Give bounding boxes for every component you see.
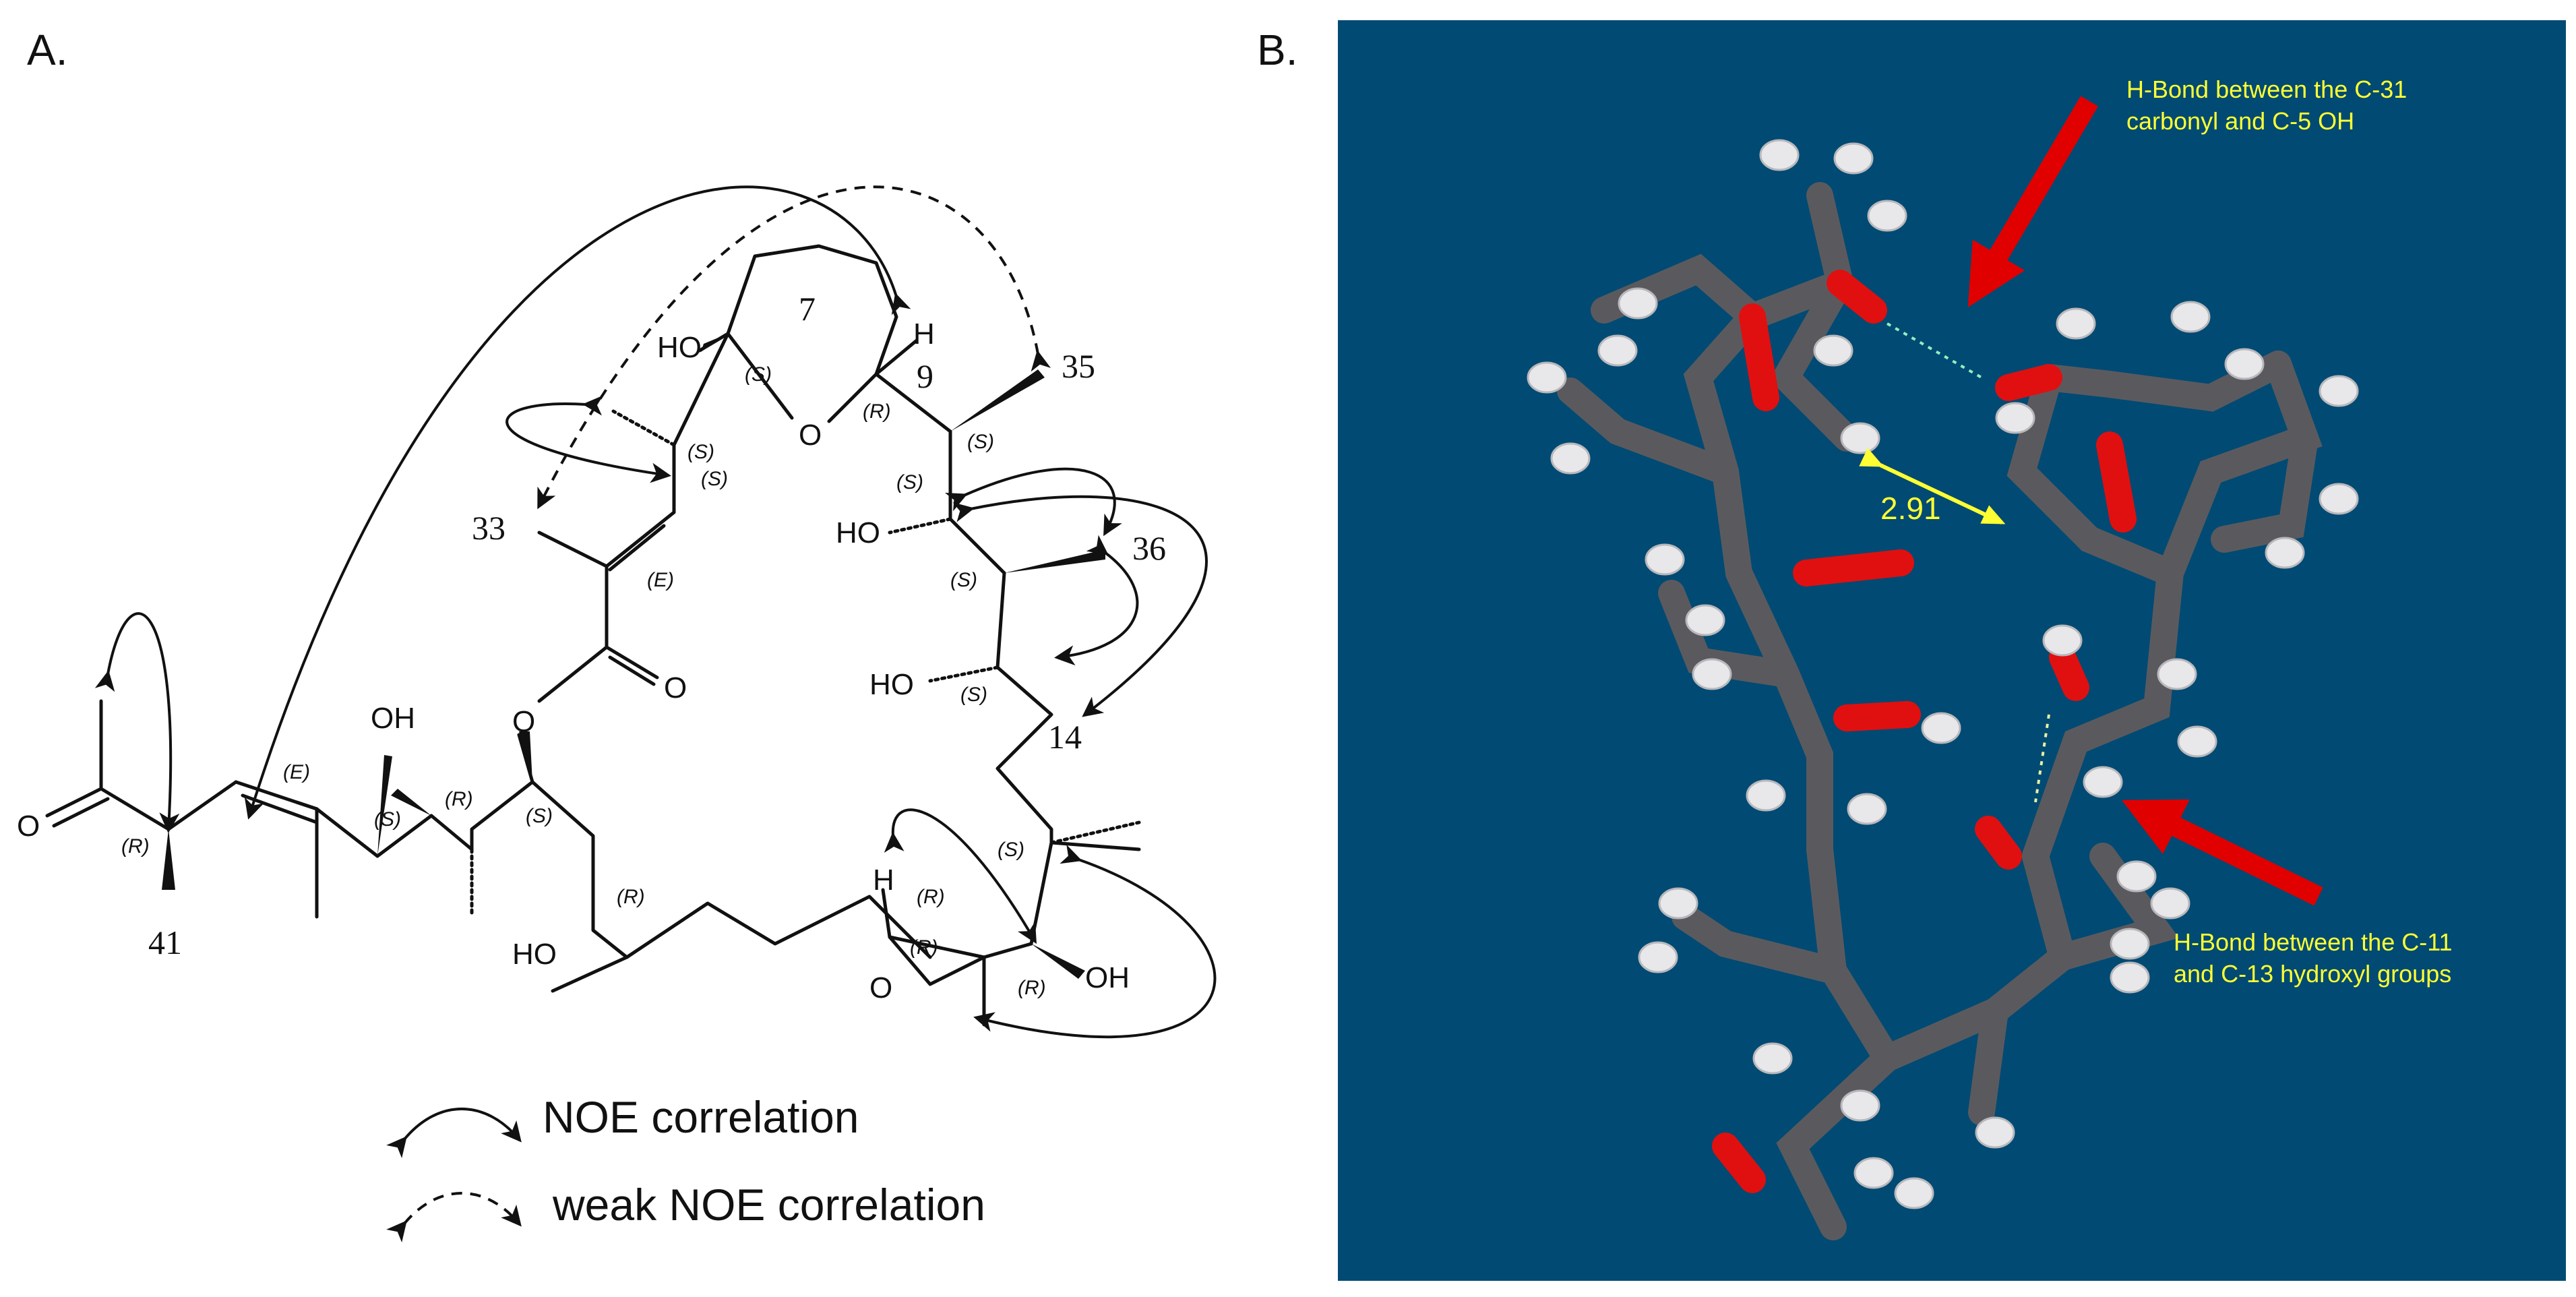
top-oh-label: OH [371, 702, 415, 735]
panel-b-label: B. [1257, 26, 1297, 74]
atom-number-36: 36 [1132, 529, 1166, 567]
epoxide-oh-label: OH [1085, 961, 1130, 994]
c11-ho-label: HO [836, 516, 880, 549]
noe-arrow-h-epoxide [884, 808, 1037, 944]
molecule-skeleton [45, 244, 1141, 1027]
wedge-bond [1031, 944, 1085, 979]
stereo-label: (S) [701, 468, 728, 490]
wedge-bond [1004, 549, 1105, 573]
wedge-bond [519, 731, 532, 782]
stereo-label: (E) [283, 761, 310, 783]
stereo-label: (E) [647, 569, 674, 591]
weak-noe-arrow-35-to-33 [537, 185, 1051, 510]
wedge-bond [162, 829, 175, 890]
stereo-label: (S) [998, 839, 1024, 861]
stereo-label: (R) [445, 788, 473, 810]
molecular-model-panel: 2.91 H-Bond between the C-31 carbonyl an… [1338, 20, 2566, 1281]
stereo-label: (R) [910, 936, 938, 959]
wedge-bond [377, 755, 392, 856]
stereo-label: (R) [917, 886, 945, 908]
carbon-skeleton [1557, 182, 2323, 1240]
noe-arrow-c4 [505, 395, 671, 483]
stereo-label: (S) [896, 471, 923, 493]
red-arrow-top [1967, 96, 2098, 307]
stereo-label: (R) [121, 835, 150, 857]
carbonyl-oxygen-label: O [664, 671, 687, 704]
atom-number-33: 33 [472, 509, 505, 547]
stereo-label: (R) [617, 886, 645, 908]
h9-label: H [913, 318, 935, 351]
annotation-top-line1: H-Bond between the C-31 [2126, 76, 2407, 103]
stereo-label: (S) [745, 363, 772, 386]
stereo-label: (S) [526, 805, 553, 827]
oxygen-atoms [1712, 270, 2137, 1193]
stereo-label: (S) [687, 441, 714, 463]
noe-arrow-c16-methyl [973, 844, 1217, 1039]
stereo-label: (S) [950, 569, 977, 591]
legend-noe-arrow-icon [386, 1108, 522, 1159]
noe-arrow-h9-to-c41 [244, 185, 911, 820]
epoxide-oxygen-label: O [869, 971, 892, 1004]
red-arrow-bottom [2122, 800, 2323, 906]
annotation-bottom-line2: and C-13 hydroxyl groups [2174, 960, 2451, 988]
stereo-label: (R) [1018, 977, 1046, 999]
epoxide-h-label: H [873, 864, 894, 897]
distance-label: 2.91 [1880, 491, 1941, 526]
atom-number-7: 7 [799, 290, 816, 328]
c13-ho-label: HO [869, 668, 914, 701]
annotation-top-line2: carbonyl and C-5 OH [2126, 107, 2354, 135]
ester-oxygen-label: O [512, 705, 535, 738]
noe-arrow-36-14 [1054, 535, 1139, 666]
stereo-label: (S) [967, 431, 994, 453]
atom-number-9: 9 [917, 357, 933, 395]
bottom-ho-label: HO [512, 938, 557, 971]
legend-weak-noe-arrow-icon [386, 1192, 522, 1243]
distance-arrow [1859, 448, 2006, 524]
legend-weak-noe-label: weak NOE correlation [552, 1180, 985, 1230]
wedge-bond [950, 369, 1045, 431]
atom-number-41: 41 [148, 924, 182, 961]
model-background [1338, 20, 2566, 1281]
noe-arrow-c41 [94, 612, 180, 833]
hemiketal-ho-label: HO [657, 331, 702, 364]
noe-arrows [94, 185, 1217, 1039]
annotation-bottom-line1: H-Bond between the C-11 [2174, 928, 2453, 956]
stereo-label: (S) [374, 808, 401, 831]
noe-arrow-c11-36 [944, 467, 1122, 537]
noe-arrow-c11-14 [952, 495, 1208, 717]
ketone-oxygen-label: O [17, 810, 40, 843]
stereo-label: (R) [863, 400, 891, 423]
atom-number-35: 35 [1062, 347, 1095, 385]
hydrogen-atoms [1527, 139, 2359, 1209]
atom-number-14: 14 [1048, 718, 1082, 756]
ring-oxygen-label: O [799, 419, 822, 452]
legend: NOE correlation weak NOE correlation [386, 1092, 985, 1243]
panel-a-label: A. [27, 26, 67, 74]
legend-noe-label: NOE correlation [543, 1092, 859, 1142]
stereo-label: (S) [960, 684, 987, 706]
